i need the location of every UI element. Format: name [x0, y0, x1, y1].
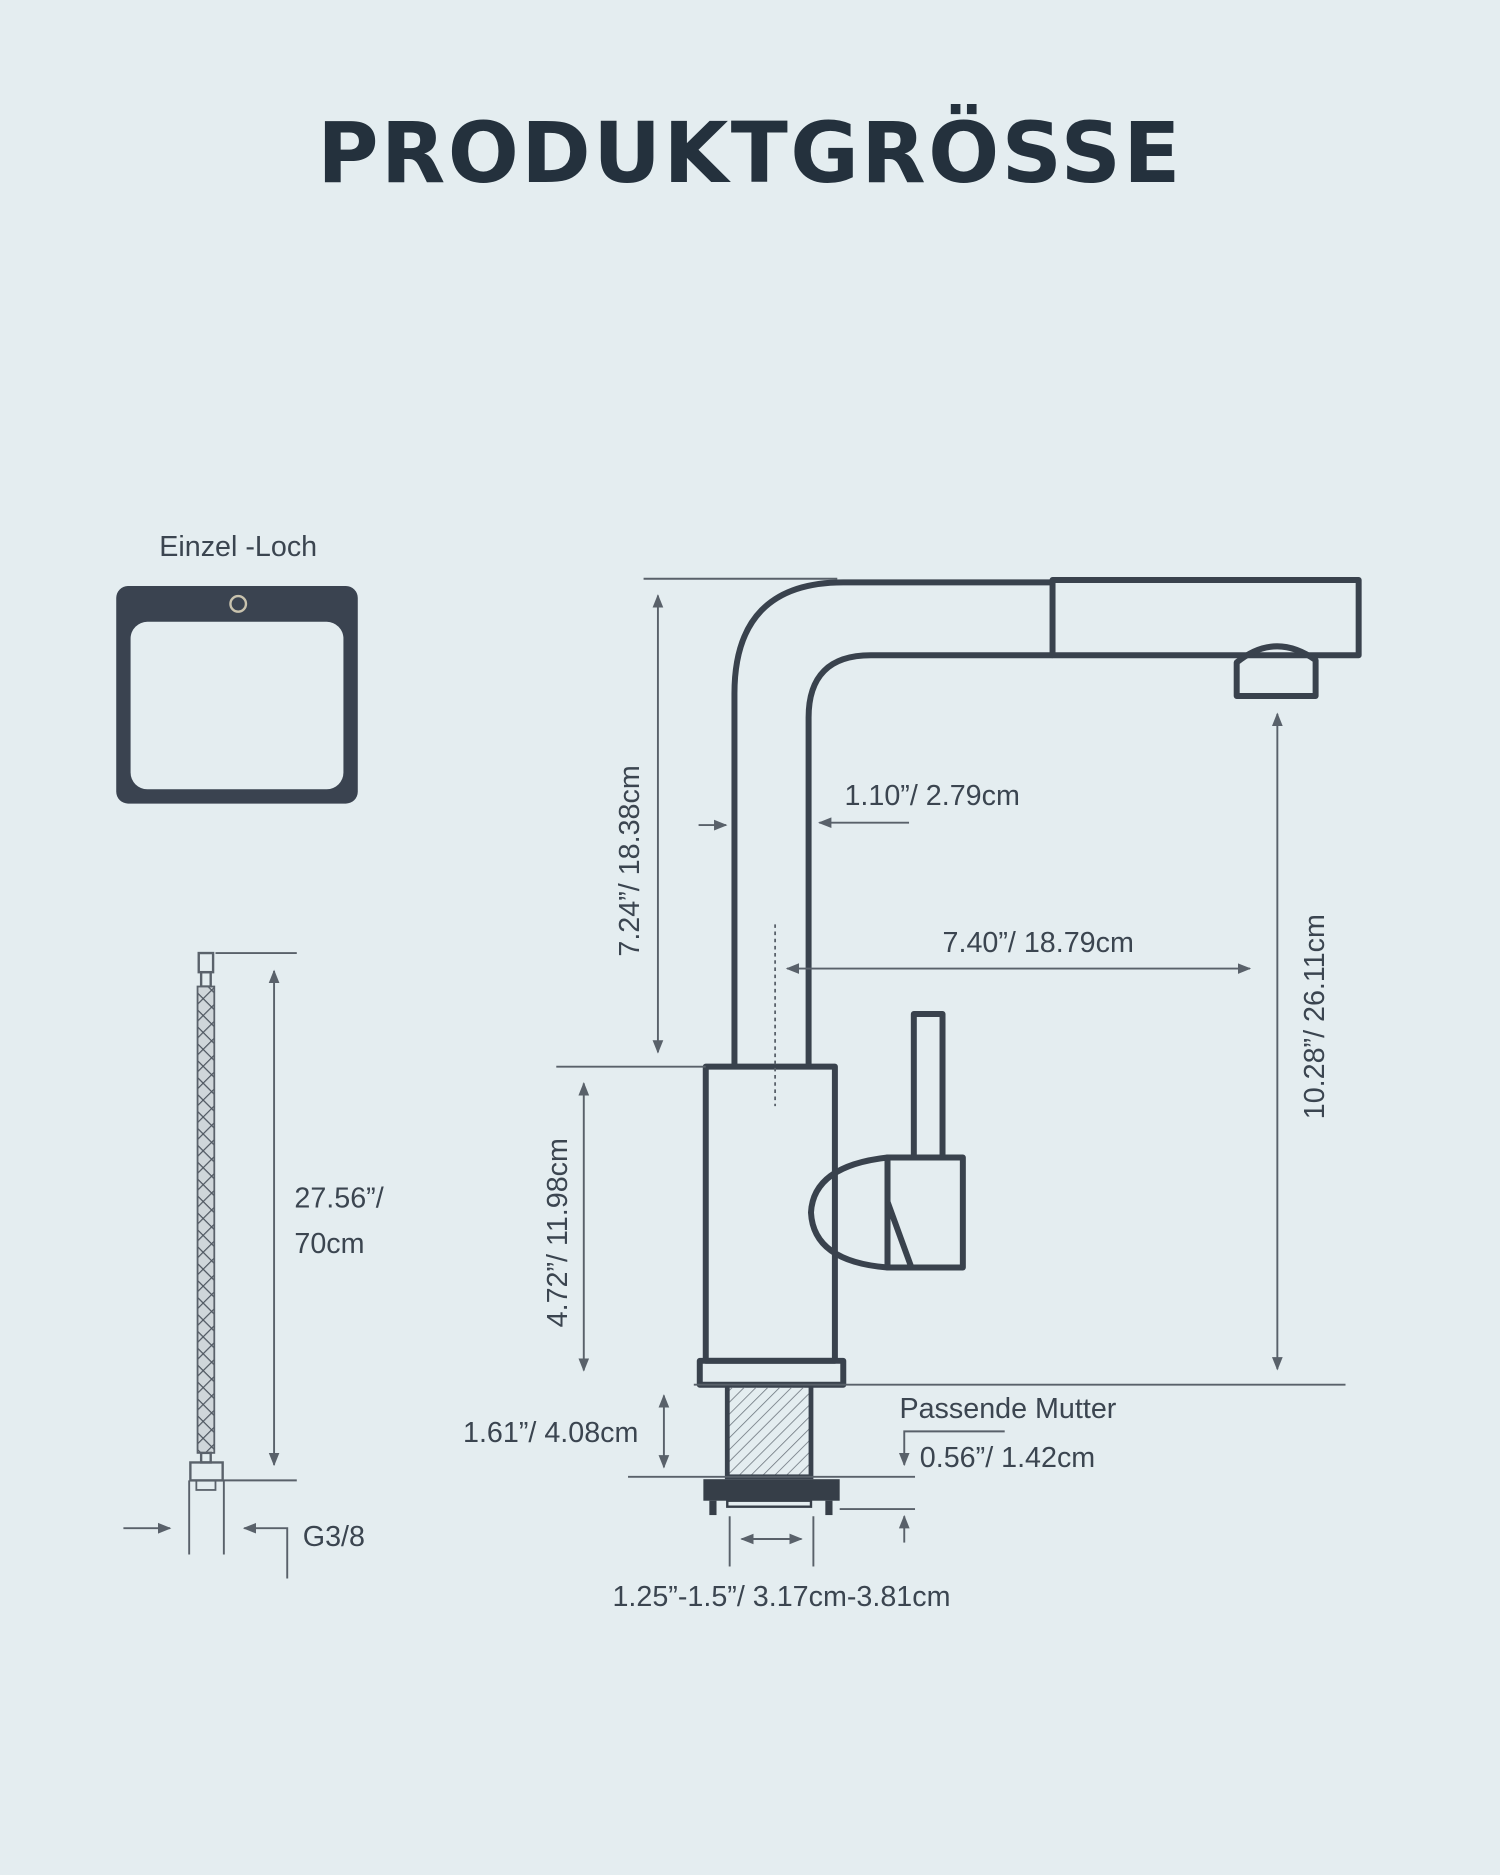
shank: [724, 1382, 814, 1480]
spout-inner: [805, 652, 1053, 1067]
nut-label: Passende Mutter: [899, 1393, 1116, 1425]
hose-length-line1: 27.56”/: [294, 1183, 383, 1215]
handle-hub: [807, 1154, 891, 1271]
tap-hole-icon: [229, 594, 248, 613]
total-height-label: 10.28”/ 26.11cm: [1299, 914, 1331, 1119]
mounting-nut: [703, 1479, 840, 1501]
hole-diameter-label: 1.25”-1.5”/ 3.17cm-3.81cm: [612, 1581, 950, 1613]
handle-block: [884, 1154, 966, 1271]
page-title: PRODUKTGRÖSSE: [317, 104, 1183, 202]
spout-height-label: 7.24”/ 18.38cm: [614, 765, 646, 956]
base-plate: [696, 1357, 847, 1388]
nozzle: [1233, 643, 1319, 699]
faucet-body: [702, 1063, 838, 1364]
faucet-diagram: 7.24”/ 18.38cm 1.10”/ 2.79cm 7.40”/ 18.7…: [463, 576, 1362, 1613]
sink-basin: [130, 621, 344, 790]
reach-label: 7.40”/ 18.79cm: [943, 927, 1134, 959]
hose-length-line2: 70cm: [294, 1228, 364, 1260]
nut-height-label: 0.56”/ 1.42cm: [920, 1442, 1095, 1474]
body-height-label: 4.72”/ 11.98cm: [542, 1138, 574, 1327]
hose-diagram: 27.56”/ 70cm G3/8: [123, 951, 384, 1579]
sink-label: Einzel -Loch: [159, 531, 317, 563]
spout-diameter-label: 1.10”/ 2.79cm: [844, 780, 1019, 812]
spray-head: [1049, 576, 1362, 659]
hose-thread-label: G3/8: [303, 1521, 365, 1553]
spout-outer: [731, 579, 1053, 1067]
lever: [910, 1011, 946, 1161]
sink-diagram: Einzel -Loch: [116, 531, 358, 804]
shank-length-label: 1.61”/ 4.08cm: [463, 1417, 638, 1449]
